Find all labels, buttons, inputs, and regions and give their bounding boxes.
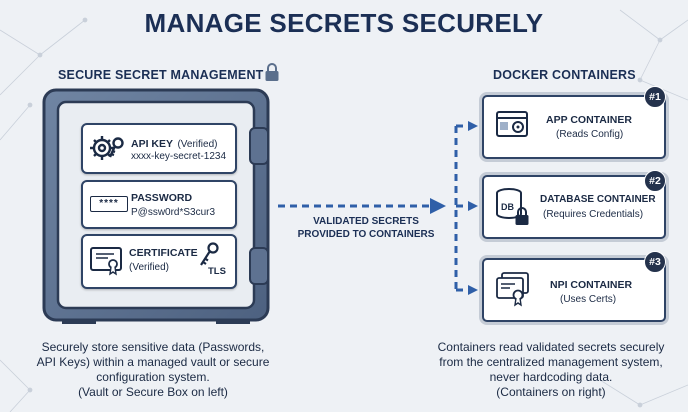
key-icon [200, 242, 219, 266]
right-heading: DOCKER CONTAINERS [493, 68, 636, 82]
left-desc-line-3: configuration system. [96, 370, 210, 384]
certificate-title: CERTIFICATE [129, 247, 198, 259]
container-badge-2: #2 [644, 170, 666, 192]
password-card: **** PASSWORD P@ssw0rd*S3cur3 [81, 180, 237, 229]
api-key-card: API KEY (Verified) xxxx-key-secret-1234 [81, 123, 237, 174]
database-container-card: DB DATABASE CONTAINER (Requires Credenti… [482, 175, 666, 239]
right-desc-line-2: from the centralized management system, [439, 355, 663, 369]
api-key-value: xxxx-key-secret-1234 [131, 151, 227, 162]
left-heading: SECURE SECRET MANAGEMENT [58, 68, 264, 82]
certificate-icon [90, 247, 122, 276]
app-window-icon [496, 111, 528, 137]
app-container-card: APP CONTAINER (Reads Config) [482, 95, 666, 159]
database-lock-icon: DB [496, 188, 529, 225]
right-desc-line-4: (Containers on right) [496, 385, 606, 399]
page-title: MANAGE SECRETS SECURELY [144, 8, 544, 38]
left-desc-line-4: (Vault or Secure Box on left) [78, 385, 228, 399]
api-key-status: (Verified) [177, 139, 218, 150]
npi-container-subtitle: (Uses Certs) [560, 294, 617, 305]
lock-icon [265, 63, 279, 81]
database-container-subtitle: (Requires Credentials) [543, 209, 644, 220]
left-desc-line-1: Securely store sensitive data (Passwords… [41, 340, 265, 354]
database-container-title: DATABASE CONTAINER [540, 194, 656, 205]
right-description: Containers read validated secrets secure… [420, 340, 682, 400]
tls-label: TLS [208, 266, 226, 277]
password-title: PASSWORD [131, 192, 193, 204]
app-container-subtitle: (Reads Config) [556, 129, 624, 140]
gear-key-icon [90, 136, 124, 160]
api-key-title: API KEY [131, 138, 174, 150]
npi-container-title: NPI CONTAINER [550, 279, 633, 291]
db-icon-text: DB [501, 202, 514, 212]
flow-arrows [278, 121, 478, 295]
app-container-title: APP CONTAINER [546, 114, 632, 126]
flow-label-line1: VALIDATED SECRETS [313, 216, 419, 227]
left-desc-line-2: API Keys) within a managed vault or secu… [36, 355, 270, 369]
right-desc-line-1: Containers read validated secrets secure… [437, 340, 665, 354]
container-badge-3: #3 [644, 251, 666, 273]
certificate-status: (Verified) [129, 262, 170, 273]
npi-container-card: NPI CONTAINER (Uses Certs) [482, 258, 666, 322]
password-field-icon: **** [90, 196, 128, 212]
flow-label-line2: PROVIDED TO CONTAINERS [297, 229, 435, 240]
certificate-stack-icon [496, 272, 529, 307]
certificate-card: CERTIFICATE (Verified) TLS [81, 234, 237, 289]
flow-label: VALIDATED SECRETS PROVIDED TO CONTAINERS [288, 215, 444, 241]
right-desc-line-3: never hardcoding data. [489, 370, 613, 384]
password-value: P@ssw0rd*S3cur3 [131, 207, 216, 218]
container-badge-1: #1 [644, 86, 666, 108]
left-description: Securely store sensitive data (Passwords… [8, 340, 298, 400]
